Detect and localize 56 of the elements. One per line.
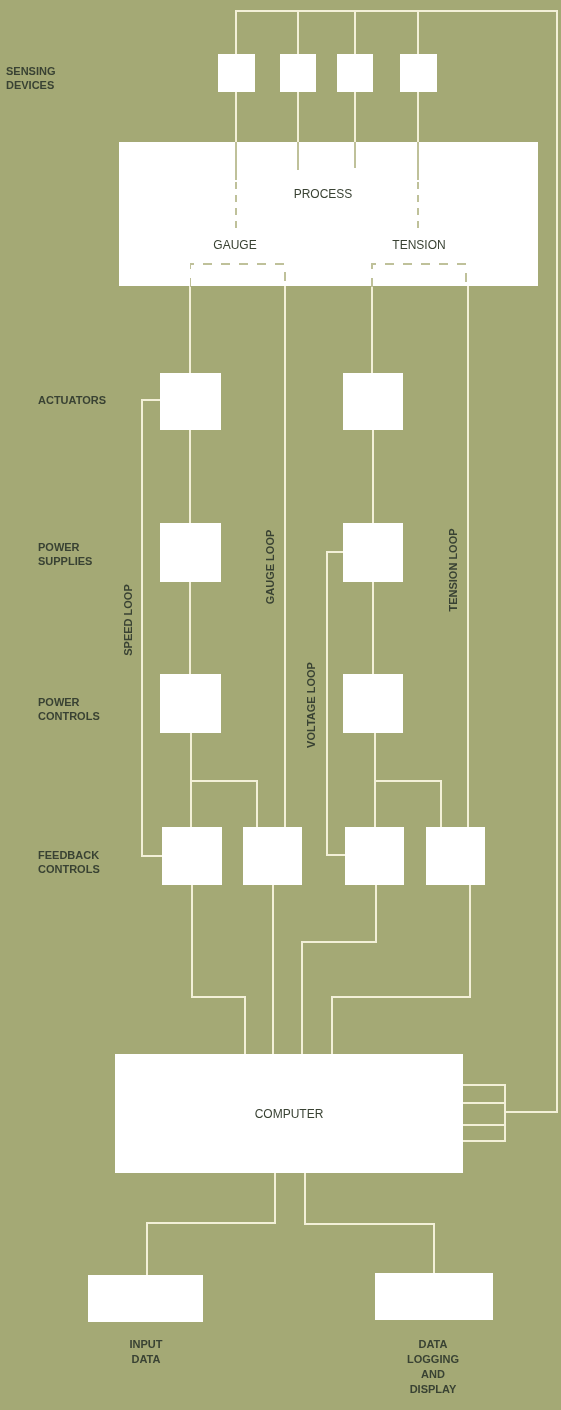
computer-box bbox=[115, 1054, 463, 1173]
connector-line bbox=[189, 581, 191, 675]
connector-line bbox=[326, 551, 346, 856]
box-label: PROCESS bbox=[293, 188, 353, 200]
connector-line bbox=[146, 1172, 276, 1276]
box-label: GAUGE bbox=[213, 239, 257, 251]
loop-label: SPEED LOOP bbox=[122, 584, 134, 656]
row-label: ACTUATORS bbox=[38, 393, 108, 407]
block-box bbox=[243, 827, 302, 885]
loop-label: TENSION LOOP bbox=[447, 528, 459, 612]
box-caption: INPUT DATA bbox=[128, 1337, 164, 1367]
block-box bbox=[160, 373, 221, 430]
row-label: FEEDBACK CONTROLS bbox=[38, 848, 101, 876]
connector-line bbox=[372, 581, 374, 675]
block-box bbox=[343, 523, 403, 582]
connector-line bbox=[354, 91, 356, 143]
row-label: SENSING DEVICES bbox=[6, 64, 57, 92]
connector-line bbox=[189, 429, 191, 524]
connector-line bbox=[297, 91, 299, 143]
box-label: TENSION bbox=[392, 239, 446, 251]
connector-line bbox=[272, 884, 274, 1055]
connector-line bbox=[189, 285, 191, 374]
connector-line bbox=[374, 732, 442, 828]
process-box bbox=[119, 142, 538, 286]
connector-line bbox=[301, 884, 377, 1055]
connector-line bbox=[190, 732, 258, 828]
connector-line bbox=[235, 91, 237, 143]
block-box bbox=[343, 373, 403, 430]
block-box bbox=[162, 827, 222, 885]
block-box bbox=[400, 54, 437, 92]
connector-line bbox=[417, 91, 419, 143]
block-box bbox=[88, 1275, 203, 1322]
connector-line bbox=[304, 1172, 435, 1274]
connector-line bbox=[417, 10, 558, 1142]
block-box bbox=[218, 54, 255, 92]
block-box bbox=[337, 54, 373, 92]
connector-line bbox=[371, 285, 373, 374]
row-label: POWER CONTROLS bbox=[38, 695, 101, 723]
block-box bbox=[160, 674, 221, 733]
block-box bbox=[280, 54, 316, 92]
block-box bbox=[345, 827, 404, 885]
box-label: COMPUTER bbox=[254, 1107, 324, 1120]
box-caption: DATA LOGGING AND DISPLAY bbox=[406, 1337, 460, 1397]
connector-line bbox=[191, 884, 246, 1055]
block-box bbox=[160, 523, 221, 582]
connector-line bbox=[331, 884, 471, 1055]
connector-line bbox=[467, 285, 469, 828]
loop-label: VOLTAGE LOOP bbox=[305, 662, 317, 748]
block-box bbox=[343, 674, 403, 733]
row-label: POWER SUPPLIES bbox=[38, 540, 94, 568]
connector-line bbox=[284, 285, 286, 828]
block-box bbox=[375, 1273, 493, 1320]
block-box bbox=[426, 827, 485, 885]
connector-line bbox=[372, 429, 374, 524]
loop-label: GAUGE LOOP bbox=[264, 529, 276, 605]
connector-line bbox=[141, 399, 163, 857]
